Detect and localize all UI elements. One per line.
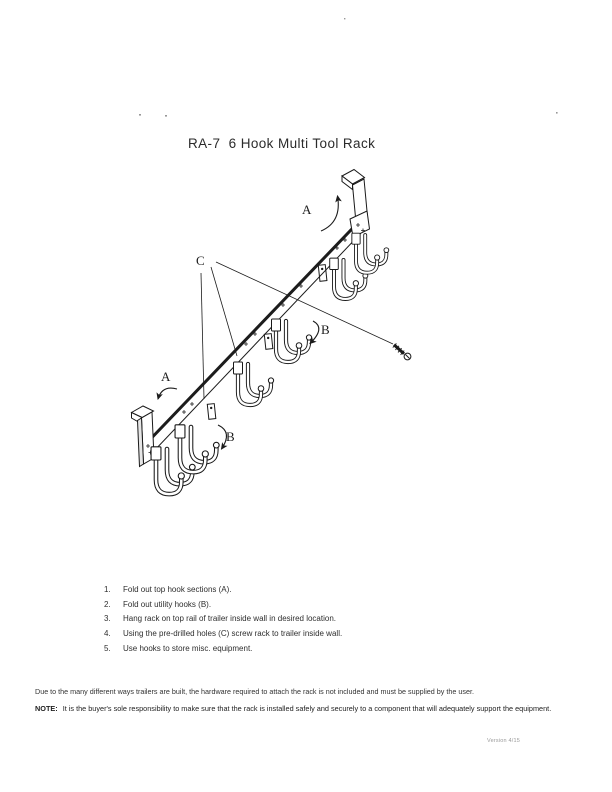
instruction-text: Use hooks to store misc. equipment. xyxy=(123,643,253,653)
left-bracket xyxy=(130,405,155,468)
pre-drilled-holes xyxy=(182,238,347,414)
utility-hooks xyxy=(151,231,391,494)
hook-4 xyxy=(272,319,312,362)
instruction-item-5: 5. Use hooks to store misc. equipment. xyxy=(104,644,342,659)
hardware-disclaimer: Due to the many different ways trailers … xyxy=(35,687,474,696)
label-a-left: A xyxy=(161,369,171,384)
instruction-item-1: 1. Fold out top hook sections (A). xyxy=(104,585,342,600)
instruction-text: Hang rack on top rail of trailer inside … xyxy=(123,614,336,624)
instruction-text: Fold out utility hooks (B). xyxy=(123,599,212,609)
arrow-b-right xyxy=(309,320,320,345)
label-b-bottom: B xyxy=(226,429,235,444)
label-a-top: A xyxy=(302,202,312,217)
instruction-text: Using the pre-drilled holes (C) screw ra… xyxy=(123,629,343,639)
version-stamp: Version 4/15 xyxy=(487,738,520,744)
leader-lines xyxy=(200,261,394,400)
note-text: It is the buyer's sole responsibility to… xyxy=(62,704,552,713)
instruction-item-3: 3. Hang rack on top rail of trailer insi… xyxy=(104,614,342,629)
label-b-right: B xyxy=(321,322,330,337)
hook-5 xyxy=(327,256,370,301)
instruction-item-4: 4. Using the pre-drilled holes (C) screw… xyxy=(104,629,342,644)
instruction-text: Fold out top hook sections (A). xyxy=(123,585,232,594)
page-title: RA-7 6 Hook Multi Tool Rack xyxy=(188,136,376,151)
fold-arrows xyxy=(156,194,342,450)
hook-3 xyxy=(234,362,274,405)
instruction-number: 2. xyxy=(104,599,111,609)
instruction-number: 5. xyxy=(104,643,111,653)
scan-specks xyxy=(139,18,558,117)
instruction-item-2: 2. Fold out utility hooks (B). xyxy=(104,600,342,615)
label-c: C xyxy=(196,253,205,268)
instruction-list: 1. Fold out top hook sections (A). 2. Fo… xyxy=(104,585,342,658)
arrow-b-bottom xyxy=(217,424,228,450)
hook-6 xyxy=(349,231,391,275)
hook-2 xyxy=(175,425,219,472)
instruction-number: 3. xyxy=(104,614,111,624)
screw-icon xyxy=(392,343,412,361)
instruction-number: 1. xyxy=(104,585,111,594)
arrow-a-left xyxy=(156,387,178,401)
arrow-a-top xyxy=(320,194,342,232)
safety-note: NOTE: It is the buyer's sole responsibili… xyxy=(35,704,551,713)
note-label: NOTE: xyxy=(35,704,58,713)
top-bracket xyxy=(341,168,371,238)
instruction-number: 4. xyxy=(104,629,111,639)
